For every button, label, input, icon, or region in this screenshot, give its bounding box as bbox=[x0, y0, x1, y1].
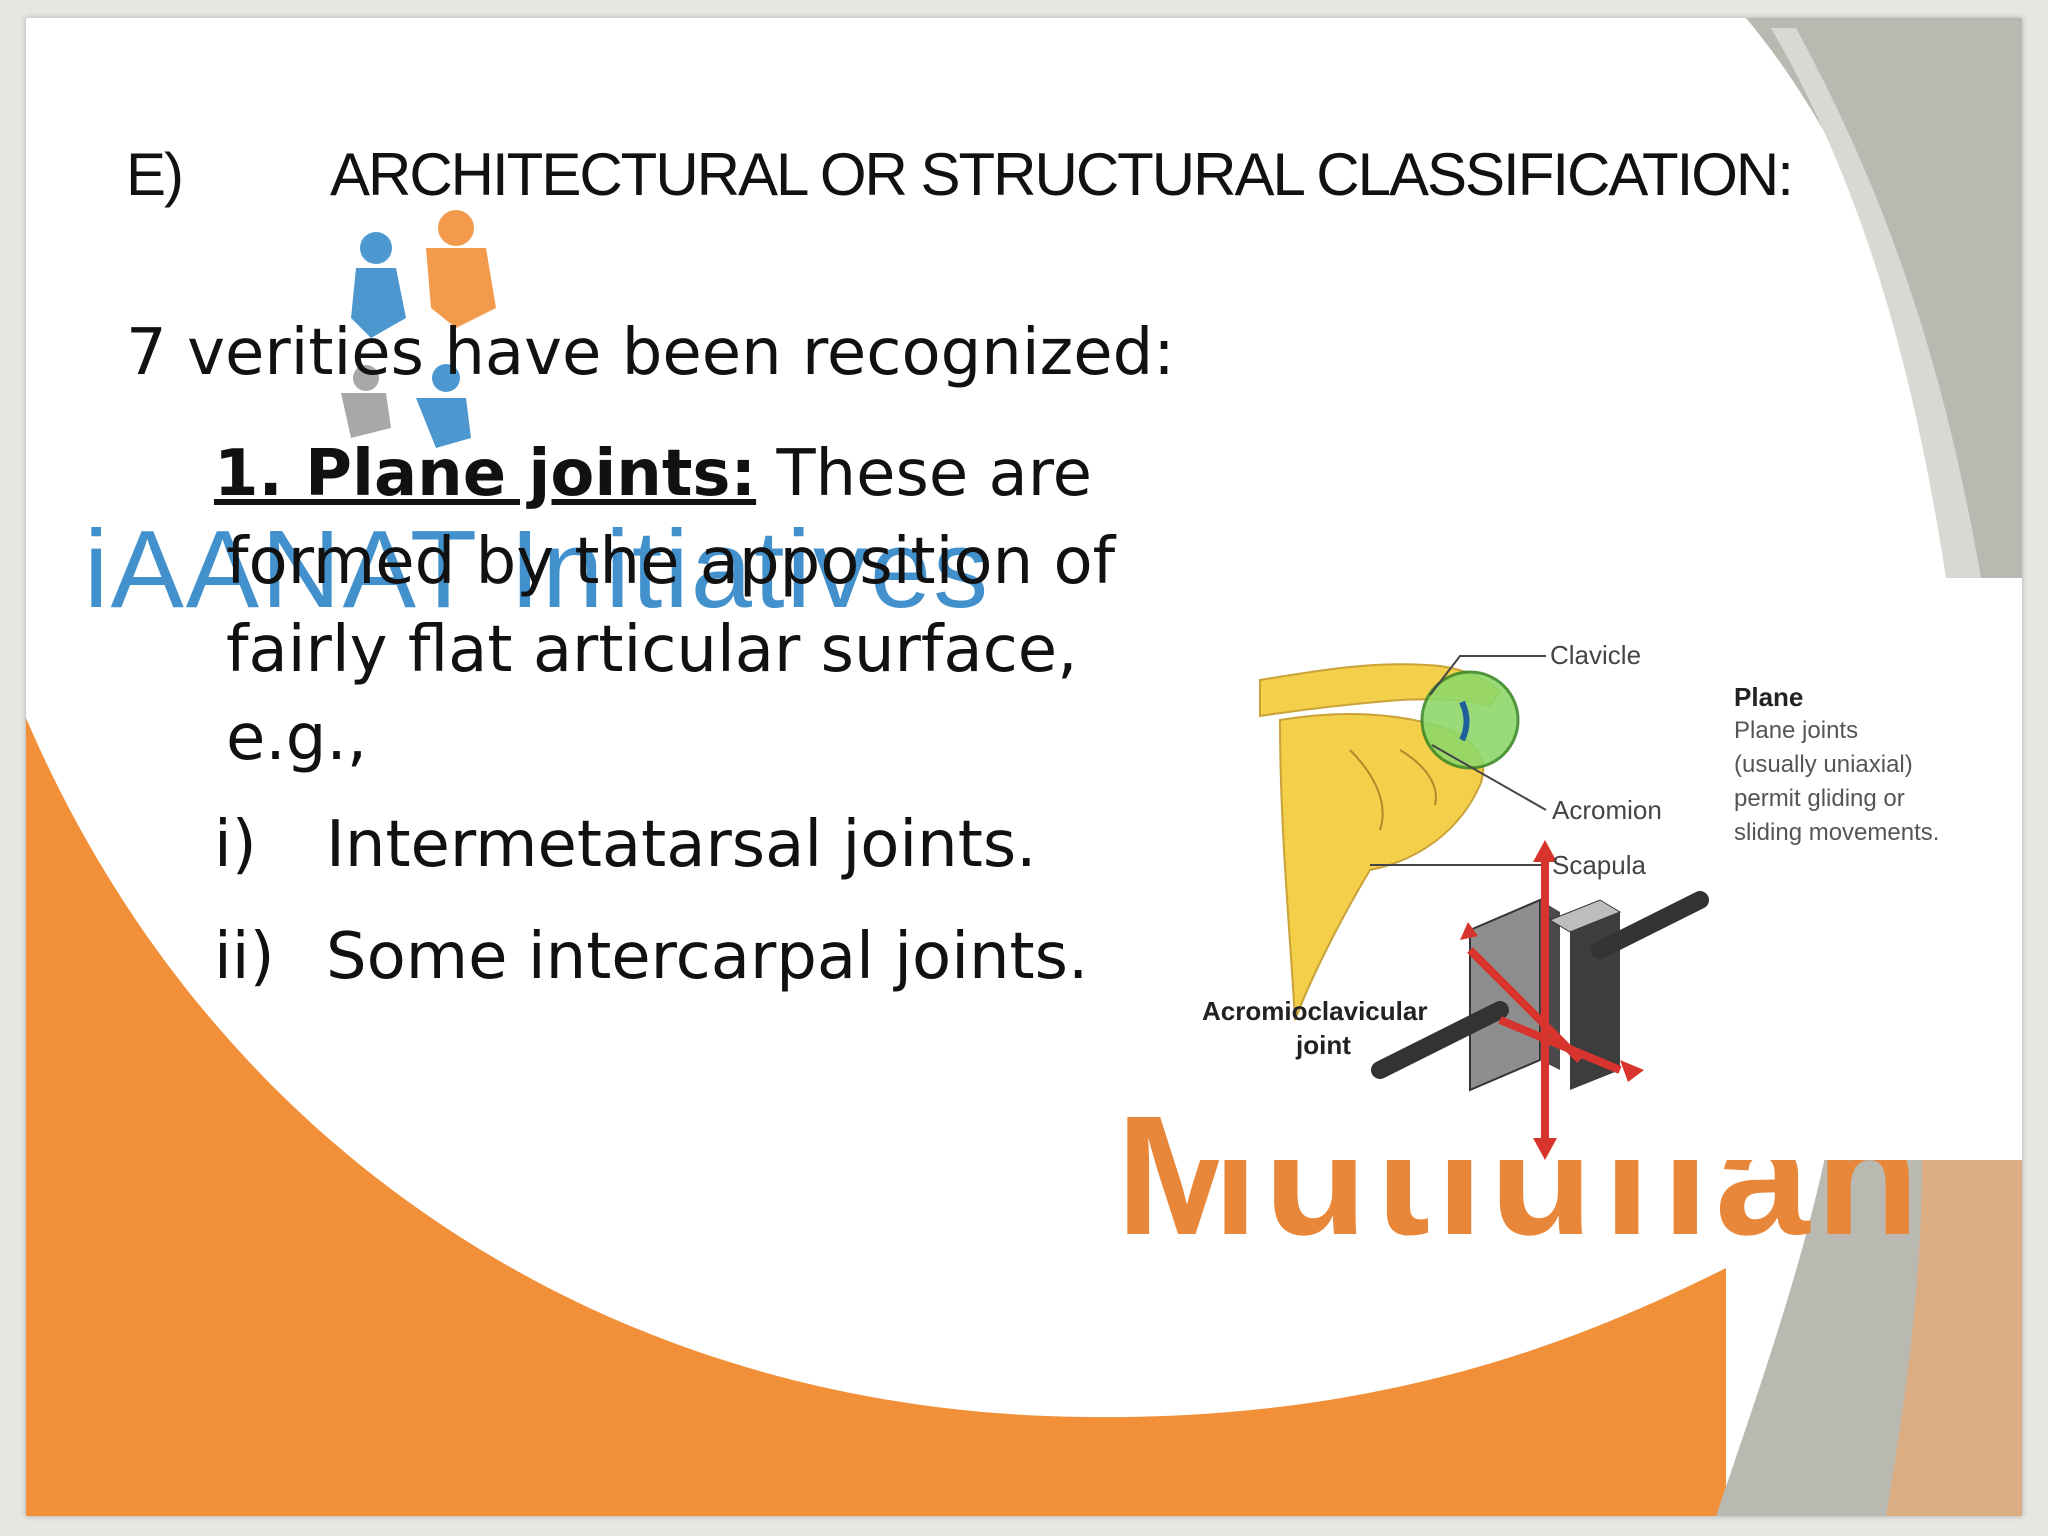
label-clavicle: Clavicle bbox=[1550, 640, 1642, 670]
title-marker: E) bbox=[126, 141, 184, 208]
plane-joint-model bbox=[1371, 840, 1709, 1160]
label-scapula: Scapula bbox=[1552, 850, 1646, 880]
description-line: (usually uniaxial) bbox=[1734, 751, 1913, 778]
clavicle-leader-line bbox=[1429, 655, 1546, 696]
slide-background-art bbox=[26, 18, 2022, 1516]
slide: iAANAT Initiatives Mutiufian E)ARCHITECT… bbox=[26, 18, 2022, 1516]
orange-right-accent bbox=[1886, 1128, 2022, 1516]
description-heading: Plane bbox=[1734, 682, 1804, 712]
point-plane-joints: 1. Plane joints: These are formed by the… bbox=[214, 430, 1174, 782]
lead-text: 7 verities have been recognized: bbox=[126, 316, 1175, 390]
point-line-4: e.g., bbox=[226, 701, 368, 775]
acromion-leader-line bbox=[1431, 744, 1547, 811]
slide-title: E) ARCHITECTURAL OR STRUCTURAL CLASSIFICA… bbox=[126, 140, 1794, 209]
gray-swoosh-band bbox=[1771, 28, 1981, 578]
orange-swoosh bbox=[26, 718, 1726, 1516]
title-text: ARCHITECTURAL OR STRUCTURAL CLASSIFICATI… bbox=[330, 141, 1794, 208]
point-line-3: fairly flat articular surface, bbox=[226, 613, 1078, 687]
joint-illustration bbox=[1259, 655, 1709, 1160]
point-line-1: 1. Plane joints: These are bbox=[214, 430, 1174, 518]
point-line-2: formed by the apposition of bbox=[226, 525, 1116, 599]
point-number-label: 1. Plane joints: bbox=[214, 437, 757, 511]
gray-swoosh-top bbox=[1746, 18, 2022, 578]
example-text: Some intercarpal joints. bbox=[326, 920, 1089, 994]
example-text: Intermetatarsal joints. bbox=[326, 808, 1037, 882]
example-item: i) Intermetatarsal joints. bbox=[214, 808, 1037, 882]
example-marker: ii) bbox=[214, 920, 275, 994]
logo-watermark-text: iAANAT Initiatives bbox=[84, 508, 991, 631]
label-joint-line1: Acromioclavicular bbox=[1202, 996, 1428, 1026]
description-line: sliding movements. bbox=[1734, 819, 1940, 846]
label-acromion: Acromion bbox=[1552, 795, 1662, 825]
label-joint-line2: joint bbox=[1296, 1030, 1351, 1060]
description-line: permit gliding or bbox=[1734, 785, 1905, 812]
description-line: Plane joints bbox=[1734, 717, 1859, 744]
point-line-1-rest: These are bbox=[756, 437, 1093, 511]
figure-description: Plane Plane joints (usually uniaxial) pe… bbox=[1734, 680, 2014, 850]
joint-figure: Clavicle Acromion Scapula Acromioclavicu… bbox=[1200, 600, 2022, 1160]
logo-figures-icon bbox=[341, 210, 496, 448]
example-marker: i) bbox=[214, 808, 257, 882]
example-item: ii) Some intercarpal joints. bbox=[214, 920, 1088, 994]
joint-highlight bbox=[1420, 670, 1520, 770]
